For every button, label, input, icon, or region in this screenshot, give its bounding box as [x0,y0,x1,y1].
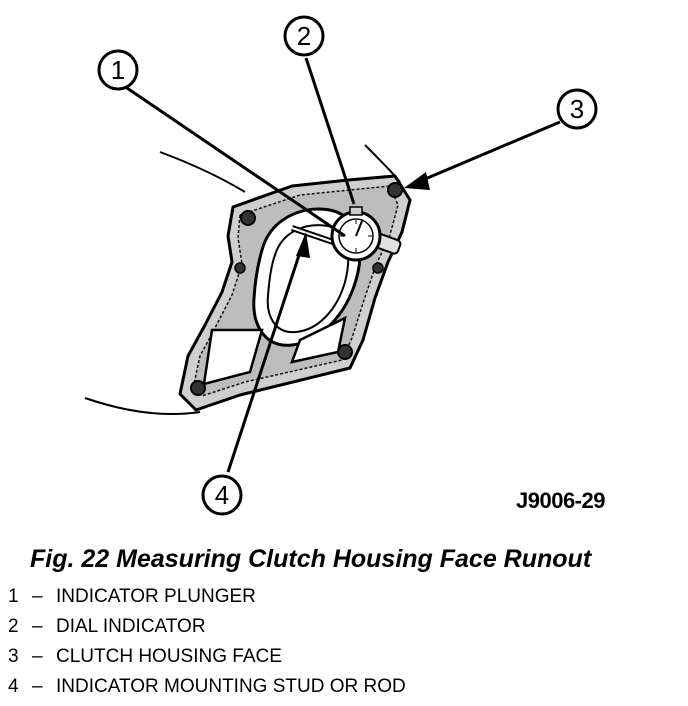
callout-4: 4 [201,474,243,516]
callout-1: 1 [97,49,139,91]
legend-label: CLUTCH HOUSING FACE [56,646,282,667]
callout-2: 2 [283,15,325,57]
legend-dash: – [32,616,43,637]
leader-line-1 [123,84,346,238]
legend-number: 2 [8,616,19,637]
legend-dash: – [32,646,43,667]
legend: 1–INDICATOR PLUNGER 2–DIAL INDICATOR 3–C… [8,586,406,706]
engine-outline-lower [84,397,201,415]
callout-3-number: 3 [570,94,584,124]
mounting-rod-inner [291,227,337,244]
clutch-housing-diagram: 1 2 3 4 [84,15,598,516]
legend-item: 4–INDICATOR MOUNTING STUD OR ROD [8,676,406,706]
callout-2-number: 2 [297,21,311,51]
legend-label: INDICATOR PLUNGER [56,586,256,607]
legend-dash: – [32,676,43,697]
callout-1-number: 1 [111,55,125,85]
leader-line-2 [304,57,356,205]
figure-caption: Fig. 22 Measuring Clutch Housing Face Ru… [30,545,592,573]
arrowhead-3 [404,172,430,190]
legend-item: 3–CLUTCH HOUSING FACE [8,646,406,676]
legend-number: 4 [8,676,19,697]
legend-item: 1–INDICATOR PLUNGER [8,586,406,616]
leader-line-4 [226,245,304,473]
legend-label: DIAL INDICATOR [56,616,206,637]
callout-3: 3 [556,88,598,130]
clutch-housing-face [178,174,412,412]
legend-dash: – [32,586,43,607]
engine-outline-upper [159,151,246,193]
legend-label: INDICATOR MOUNTING STUD OR ROD [56,676,406,697]
legend-number: 1 [8,586,19,607]
legend-item: 2–DIAL INDICATOR [8,616,406,646]
arrowhead-4 [296,232,310,258]
figure-code: J9006-29 [516,488,605,513]
leader-line-3 [417,120,561,184]
legend-number: 3 [8,646,19,667]
callout-4-number: 4 [215,480,229,510]
